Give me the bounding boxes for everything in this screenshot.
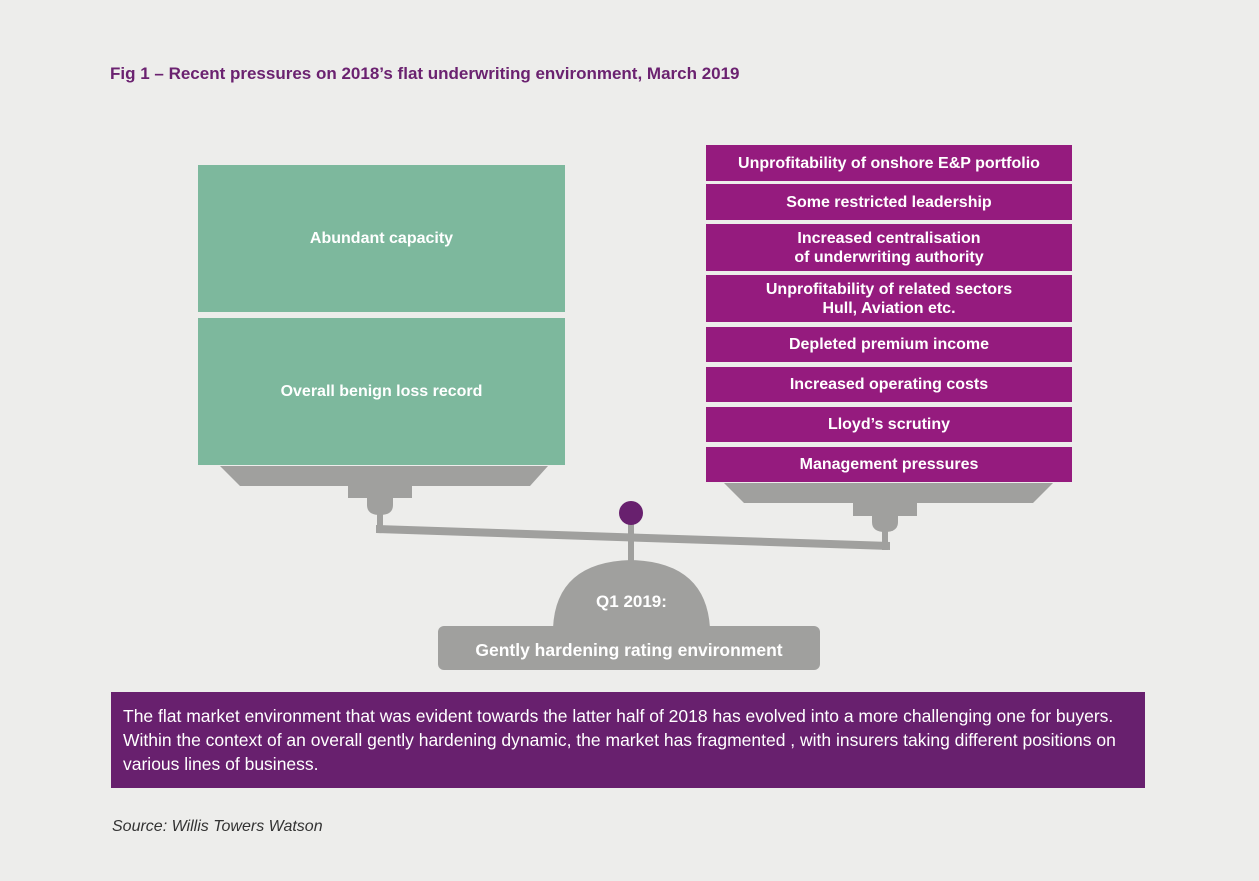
left-factor-box: Abundant capacity <box>198 165 565 312</box>
scale-base <box>438 626 820 670</box>
source-note: Source: Willis Towers Watson <box>112 818 323 835</box>
summary-box: The flat market environment that was evi… <box>111 692 1145 788</box>
right-factor-box: Increased operating costs <box>706 367 1072 402</box>
right-hanger <box>882 528 888 550</box>
right-tray-knob <box>872 516 898 532</box>
left-factor-box: Overall benign loss record <box>198 318 565 465</box>
right-factor-box: Lloyd’s scrutiny <box>706 407 1072 442</box>
right-factor-box: Increased centralisation of underwriting… <box>706 224 1072 271</box>
right-tray <box>724 483 1053 503</box>
right-factor-box: Management pressures <box>706 447 1072 482</box>
right-factor-box: Unprofitability of related sectors Hull,… <box>706 275 1072 322</box>
left-tray-knob <box>367 498 393 515</box>
right-factor-box: Some restricted leadership <box>706 184 1072 220</box>
scale-period-label: Q1 2019: <box>596 592 667 611</box>
right-tray-stem <box>853 503 917 516</box>
left-hanger <box>377 510 383 530</box>
pivot-dot <box>619 501 643 525</box>
scale-post <box>628 520 634 562</box>
right-factor-box: Depleted premium income <box>706 327 1072 362</box>
scale-dome <box>553 560 710 628</box>
left-tray <box>220 466 548 486</box>
summary-text: The flat market environment that was evi… <box>123 706 1116 774</box>
figure-title: Fig 1 – Recent pressures on 2018’s flat … <box>110 64 740 83</box>
scale-outcome-label: Gently hardening rating environment <box>475 640 783 660</box>
left-tray-stem <box>348 486 412 498</box>
right-factor-box: Unprofitability of onshore E&P portfolio <box>706 145 1072 181</box>
